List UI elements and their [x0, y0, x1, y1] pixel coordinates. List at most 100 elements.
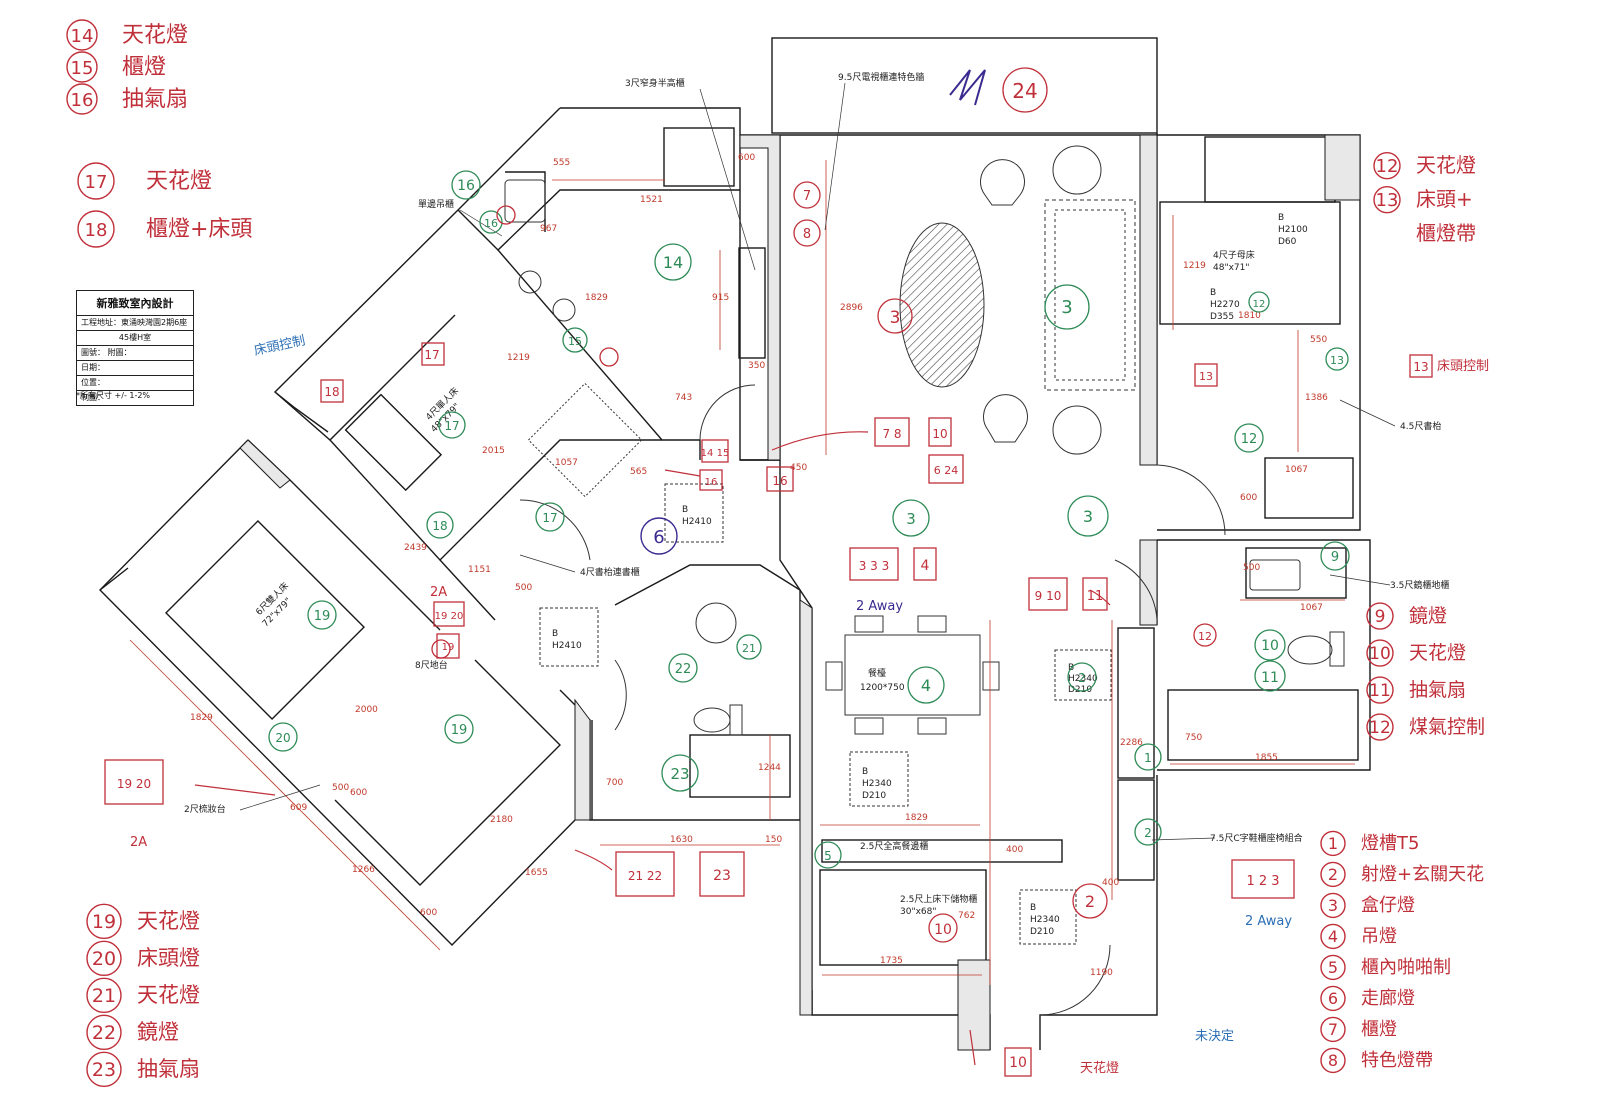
dim-1266: 1266	[352, 865, 375, 875]
marker-10: 10	[934, 922, 952, 938]
svg-text:4: 4	[921, 676, 931, 695]
dim-2180: 2180	[490, 815, 513, 825]
label-door-b5-d: D210	[1030, 927, 1054, 937]
legend-marker	[1320, 861, 1346, 888]
svg-text:20: 20	[275, 731, 290, 745]
dim-400: 400	[1006, 845, 1023, 855]
label-door-b4-h: H2340	[862, 779, 892, 789]
legend-number: 15	[71, 58, 94, 79]
dim-1855: 1855	[1255, 753, 1278, 763]
dim-1219b: 1219	[1183, 261, 1206, 271]
legend-marker	[77, 162, 115, 200]
svg-text:3: 3	[1061, 297, 1072, 318]
dim-150: 150	[765, 835, 782, 845]
svg-text:3: 3	[906, 510, 916, 528]
dim-1057: 1057	[555, 458, 578, 468]
svg-text:4: 4	[921, 558, 930, 574]
legend-text: 盒仔燈	[1361, 895, 1415, 916]
dim-600: 600	[738, 153, 755, 163]
legend-text: 櫃內啪啪制	[1361, 957, 1451, 978]
dim-915: 915	[712, 293, 729, 303]
label-dresser: 2尺梳妝台	[184, 803, 226, 815]
svg-text:7 8: 7 8	[882, 427, 901, 441]
dim-700: 700	[606, 778, 623, 788]
legend-number: 5	[1328, 958, 1338, 977]
legend-text: 特色燈帶	[1361, 1050, 1433, 1071]
dim-2896: 2896	[840, 303, 863, 313]
label-door-b1: B	[682, 505, 688, 515]
label-child-bed-size: 48"x71"	[1213, 263, 1250, 273]
label-shoe-cabinet: 7.5尺C字鞋櫃座椅組合	[1210, 832, 1303, 844]
legend-marker	[1366, 713, 1394, 741]
dim-2015: 2015	[482, 446, 505, 456]
dim-2000: 2000	[355, 705, 378, 715]
legend-marker	[66, 51, 98, 83]
label-door-b7-d: D60	[1278, 237, 1297, 247]
dim-609: 609	[290, 803, 307, 813]
dim-500c: 500	[332, 783, 349, 793]
dining-table	[844, 634, 981, 716]
legend-marker	[1320, 830, 1346, 857]
label-door-b5-h: H2340	[1030, 915, 1060, 925]
legend-number: 4	[1328, 927, 1338, 946]
title-drawn-by: 制圖：	[77, 390, 193, 405]
svg-text:2: 2	[1144, 826, 1152, 840]
svg-text:13: 13	[1413, 360, 1428, 374]
label-door-b1-h: H2410	[682, 517, 712, 527]
dim-1735: 1735	[880, 956, 903, 966]
svg-text:18: 18	[432, 519, 447, 533]
legend-text: 鏡燈	[1409, 605, 1447, 627]
label-door-b3-d: D210	[1068, 685, 1092, 695]
svg-text:2: 2	[1085, 892, 1095, 911]
legend-text: 燈槽T5	[1361, 833, 1419, 854]
note-bed-control-left: 床頭控制	[253, 333, 307, 358]
dim-967: 967	[540, 224, 557, 234]
legend-number: 2	[1328, 865, 1338, 884]
legend-marker	[1320, 1047, 1346, 1074]
legend-number: 7	[1328, 1020, 1338, 1039]
svg-text:7: 7	[803, 189, 811, 204]
svg-text:19: 19	[442, 642, 455, 653]
title-company: 新雅致室內設計	[96, 297, 174, 310]
legend-marker	[77, 210, 115, 248]
legend-text: 天花燈	[1409, 642, 1466, 664]
legend-marker	[86, 940, 122, 977]
legend-marker	[1366, 639, 1394, 667]
label-child-bed: 4尺子母床	[1213, 249, 1255, 261]
svg-text:13: 13	[1199, 370, 1213, 383]
dim-1244: 1244	[758, 763, 781, 773]
title-date: 日期：	[77, 360, 193, 375]
legend-marker	[66, 83, 98, 115]
label-tall-cabinet: 2.5尺全高餐邊櫃	[860, 840, 928, 852]
dim-1810: 1810	[1238, 311, 1261, 321]
dim-1829: 1829	[585, 293, 608, 303]
label-door-b6: B	[1210, 288, 1216, 298]
legend-number: 16	[71, 90, 94, 111]
svg-text:15: 15	[568, 335, 582, 348]
label-door-b3-h: H2340	[1068, 674, 1098, 684]
legend-text: 床頭燈	[137, 946, 200, 970]
legend-text: 天花燈	[137, 909, 200, 933]
legend-marker	[1366, 676, 1394, 704]
note-bed-control-right: 床頭控制	[1437, 359, 1489, 374]
svg-text:14: 14	[663, 253, 683, 272]
legend-marker	[86, 903, 122, 940]
dimension-labels: 555 600 967 1521 1829 915 350 2896 1219 …	[190, 153, 1328, 978]
legend-text: 走廊燈	[1361, 988, 1415, 1009]
legend-number: 19	[92, 911, 116, 933]
dim-1655: 1655	[525, 868, 548, 878]
dim-1151: 1151	[468, 565, 491, 575]
legend-marker	[86, 1014, 122, 1051]
svg-text:5: 5	[824, 849, 832, 863]
dim-762: 762	[958, 911, 975, 921]
dim-1829b: 1829	[190, 713, 213, 723]
legend-text: 櫃燈	[1361, 1019, 1397, 1040]
legend-marker	[86, 977, 122, 1014]
title-note: *所有尺寸 +/- 1-2%	[76, 391, 151, 400]
label-door-b4: B	[862, 767, 868, 777]
label-half-cabinet: 3尺窄身半高櫃	[625, 77, 685, 89]
